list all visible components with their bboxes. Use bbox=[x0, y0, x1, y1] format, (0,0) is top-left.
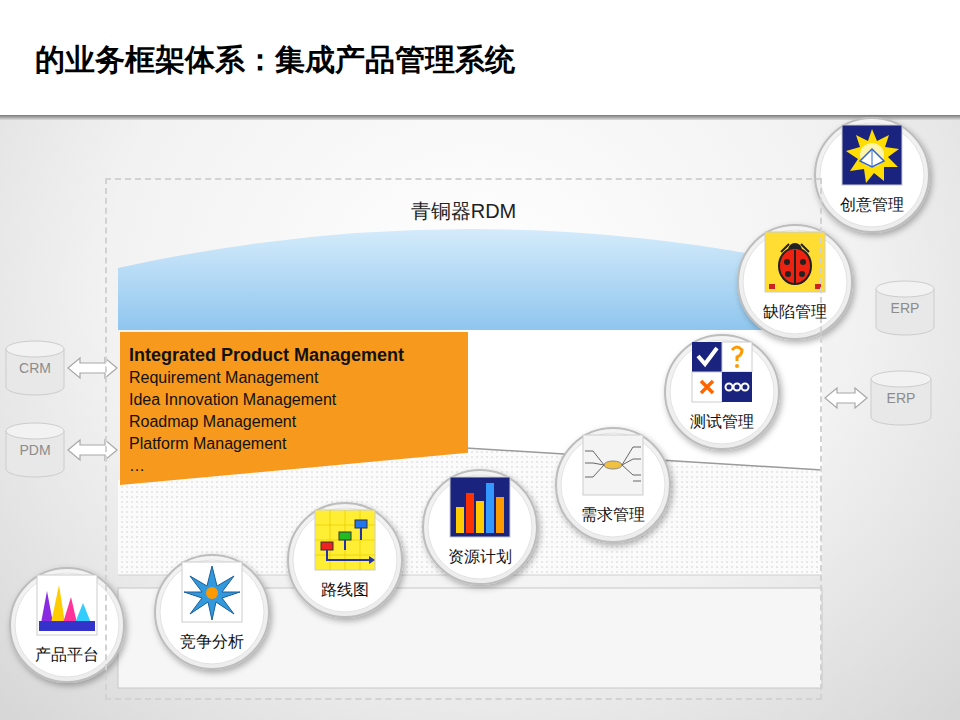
system-cylinder: ERP bbox=[870, 370, 932, 426]
cylinder-top bbox=[871, 371, 931, 387]
system-cylinder: CRM bbox=[5, 340, 65, 396]
system-label: PDM bbox=[5, 442, 65, 458]
circle-disc bbox=[738, 225, 852, 339]
module-box: Integrated Product ManagementRequirement… bbox=[120, 332, 468, 485]
module-circle: 竞争分析 bbox=[155, 555, 269, 669]
module-label: 需求管理 bbox=[556, 505, 670, 525]
module-circle: 路线图 bbox=[288, 503, 402, 617]
module-circle: 产品平台 bbox=[10, 568, 124, 682]
page-title: 的业务框架体系：集成产品管理系统 bbox=[35, 40, 515, 81]
platform-region: 青铜器RDM Integrated Product ManagementRequi… bbox=[105, 178, 822, 700]
cylinder-top bbox=[876, 281, 934, 297]
system-label: ERP bbox=[870, 390, 932, 406]
double-arrow bbox=[68, 358, 117, 378]
module-circle: 缺陷管理 bbox=[738, 225, 852, 339]
module-item: … bbox=[129, 455, 460, 477]
cylinder-top bbox=[6, 423, 64, 439]
module-heading: Integrated Product Management bbox=[129, 344, 460, 367]
cylinder-top bbox=[6, 341, 64, 357]
module-label: 缺陷管理 bbox=[738, 302, 852, 322]
module-circle: 创意管理 bbox=[815, 118, 929, 232]
module-label: 创意管理 bbox=[815, 195, 929, 215]
region-heading: 青铜器RDM bbox=[107, 198, 820, 225]
circle-disc bbox=[423, 470, 537, 584]
system-cylinder: PDM bbox=[5, 422, 65, 478]
double-arrow bbox=[68, 440, 117, 460]
module-label: 竞争分析 bbox=[155, 632, 269, 652]
module-label: 测试管理 bbox=[665, 412, 779, 432]
circle-disc bbox=[665, 335, 779, 449]
circle-disc bbox=[288, 503, 402, 617]
module-item: Roadmap Management bbox=[129, 411, 460, 433]
module-item: Requirement Management bbox=[129, 367, 460, 389]
system-label: CRM bbox=[5, 360, 65, 376]
circle-disc bbox=[556, 428, 670, 542]
circle-disc bbox=[155, 555, 269, 669]
module-circle: 资源计划 bbox=[423, 470, 537, 584]
module-item: Platform Management bbox=[129, 433, 460, 455]
module-label: 资源计划 bbox=[423, 547, 537, 567]
module-label: 产品平台 bbox=[10, 645, 124, 665]
module-label: 路线图 bbox=[288, 580, 402, 600]
system-label: ERP bbox=[875, 300, 935, 316]
orange-panel-fill bbox=[120, 332, 468, 485]
module-circle: 测试管理 bbox=[665, 335, 779, 449]
module-item: Idea Innovation Management bbox=[129, 389, 460, 411]
module-circle: 需求管理 bbox=[556, 428, 670, 542]
circle-disc bbox=[815, 118, 929, 232]
system-cylinder: ERP bbox=[875, 280, 935, 336]
double-arrow bbox=[825, 388, 867, 408]
